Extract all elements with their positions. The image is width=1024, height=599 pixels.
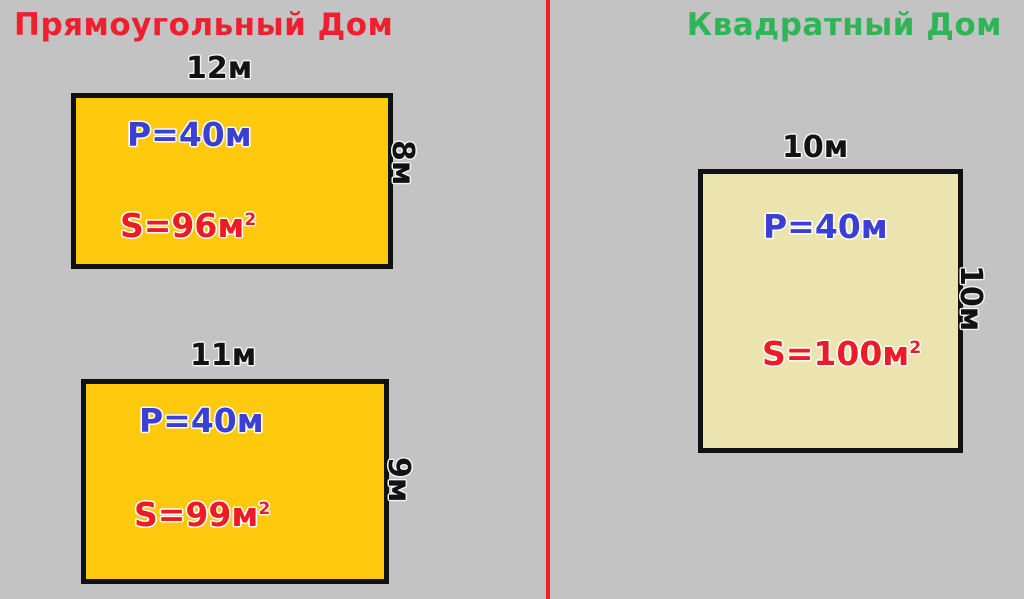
square-10x10-shape	[698, 169, 963, 453]
rectangle-11x9-area-value: S=99м	[134, 495, 259, 534]
rectangle-12x8-top-dimension: 12м	[186, 51, 253, 86]
rectangle-11x9-area-exponent: 2	[258, 499, 271, 519]
square-10x10-perimeter-text: P=40м	[763, 207, 888, 246]
square-10x10-side-dimension: 10м	[953, 265, 988, 332]
rectangle-11x9-side-dimension: 9м	[381, 457, 416, 503]
rectangle-11x9-shape	[81, 379, 389, 584]
rectangle-12x8-area-text: S=96м2	[120, 209, 256, 242]
rectangle-12x8-perimeter-text: P=40м	[127, 115, 252, 154]
rectangle-12x8-side-dimension: 8м	[385, 140, 420, 186]
square-10x10-area-text: S=100м2	[762, 337, 921, 370]
rectangle-11x9-area-text: S=99м2	[134, 498, 270, 531]
rectangle-11x9-perimeter-text: P=40м	[139, 401, 264, 440]
rectangle-12x8-area-exponent: 2	[244, 210, 257, 230]
square-10x10-area-exponent: 2	[909, 338, 922, 358]
rectangle-12x8-area-value: S=96м	[120, 206, 245, 245]
panel-divider	[546, 0, 550, 599]
right-panel-title: Квадратный Дом	[686, 7, 1002, 43]
left-panel-title: Прямоугольный Дом	[14, 7, 394, 43]
rectangle-11x9-top-dimension: 11м	[190, 338, 257, 373]
square-10x10-top-dimension: 10м	[782, 130, 849, 165]
square-10x10-area-value: S=100м	[762, 334, 910, 373]
rectangle-12x8-shape	[71, 93, 393, 269]
